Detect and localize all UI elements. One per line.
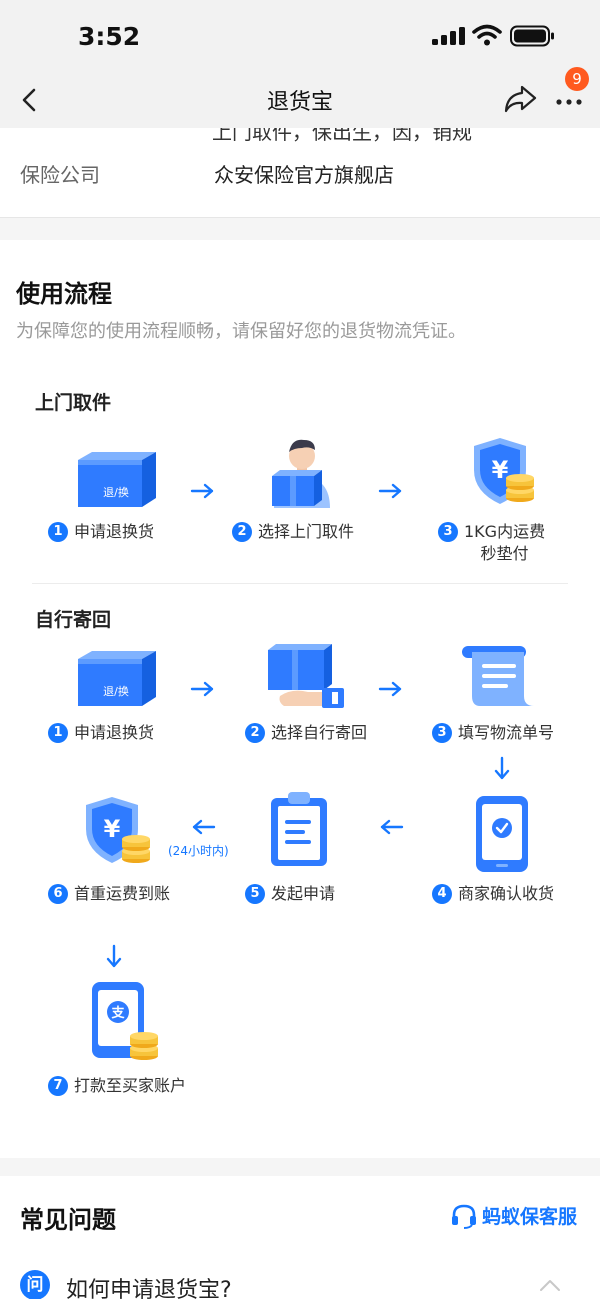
arrow-down-icon bbox=[106, 944, 122, 968]
step-number: 4 bbox=[432, 884, 452, 904]
divider bbox=[32, 583, 568, 584]
shield-yuan-icon: ¥ bbox=[474, 438, 534, 504]
box-label: 退/换 bbox=[103, 485, 129, 499]
step-label: 1KG内运费 秒垫付 bbox=[464, 522, 546, 563]
step-number: 1 bbox=[48, 723, 68, 743]
notification-badge: 9 bbox=[565, 67, 589, 91]
battery-icon bbox=[510, 25, 554, 47]
step-label: 选择上门取件 bbox=[258, 522, 355, 541]
headset-icon bbox=[452, 1204, 476, 1229]
shield-yuan-icon: ¥ bbox=[86, 797, 150, 863]
step-number: 6 bbox=[48, 884, 68, 904]
self-step-4: 4 商家确认收货 bbox=[432, 883, 554, 905]
step-number: 2 bbox=[245, 723, 265, 743]
arrow-right-icon bbox=[378, 681, 402, 697]
faq-section: 常见问题 蚂蚁保客服 问 如何申请退货宝? bbox=[0, 1176, 600, 1299]
step-label: 首重运费到账 bbox=[74, 884, 171, 903]
box-label: 退/换 bbox=[103, 684, 129, 698]
question-badge: 问 bbox=[20, 1270, 50, 1299]
hand-box-icon bbox=[268, 644, 344, 708]
step-label: 填写物流单号 bbox=[458, 723, 555, 742]
faq-title: 常见问题 bbox=[20, 1206, 116, 1234]
chevron-up-icon[interactable] bbox=[538, 1278, 562, 1292]
step-number: 7 bbox=[48, 1076, 68, 1096]
phone-check-icon bbox=[476, 796, 528, 872]
step-number: 1 bbox=[48, 522, 68, 542]
customer-service-label: 蚂蚁保客服 bbox=[482, 1206, 578, 1228]
arrow-note: (24小时内) bbox=[168, 844, 229, 858]
step-number: 3 bbox=[438, 522, 458, 542]
pickup-step-1: 1 申请退换货 bbox=[48, 521, 154, 543]
customer-service-link[interactable]: 蚂蚁保客服 bbox=[450, 1202, 577, 1229]
page-title: 退货宝 bbox=[266, 90, 333, 115]
svg-text:支: 支 bbox=[110, 1005, 125, 1021]
process-description: 为保障您的使用流程顺畅，请保留好您的退货物流凭证。 bbox=[16, 321, 466, 342]
process-section: 使用流程 为保障您的使用流程顺畅，请保留好您的退货物流凭证。 上门取件 退/换 … bbox=[0, 240, 600, 1158]
box-icon: 退/换 bbox=[78, 651, 156, 706]
box-icon: 退/换 bbox=[78, 452, 156, 507]
signal-icon bbox=[432, 27, 465, 45]
step-label: 打款至买家账户 bbox=[74, 1076, 187, 1095]
insurer-value: 众安保险官方旗舰店 bbox=[214, 163, 394, 187]
status-bar: 3:52 bbox=[0, 0, 600, 72]
step-label: 发起申请 bbox=[271, 884, 336, 903]
self-step-3: 3 填写物流单号 bbox=[432, 722, 554, 744]
status-time: 3:52 bbox=[78, 22, 141, 51]
phone-alipay-icon: 支 bbox=[92, 982, 158, 1060]
cut-off-text: 上门取件，保出生，因，销规 bbox=[212, 128, 472, 144]
step-number: 5 bbox=[245, 884, 265, 904]
arrow-down-icon bbox=[494, 756, 510, 780]
process-title: 使用流程 bbox=[16, 280, 112, 308]
share-icon[interactable] bbox=[502, 82, 538, 116]
pickup-step-3: 3 1KG内运费 秒垫付 bbox=[438, 521, 545, 565]
nav-bar: 退货宝 bbox=[0, 72, 600, 128]
arrow-left-icon bbox=[192, 819, 216, 835]
step-number: 3 bbox=[432, 723, 452, 743]
self-step-6: 6 首重运费到账 bbox=[48, 883, 170, 905]
self-step-2: 2 选择自行寄回 bbox=[245, 722, 367, 744]
arrow-right-icon bbox=[378, 483, 402, 499]
back-icon[interactable] bbox=[14, 80, 50, 120]
step-number: 2 bbox=[232, 522, 252, 542]
step-label: 商家确认收货 bbox=[458, 884, 555, 903]
clipboard-icon bbox=[271, 792, 327, 866]
arrow-right-icon bbox=[190, 681, 214, 697]
scroll-icon bbox=[462, 646, 534, 706]
insurer-label: 保险公司 bbox=[20, 163, 100, 187]
insurer-card: 上门取件，保出生，因，销规 保险公司 众安保险官方旗舰店 bbox=[0, 128, 600, 218]
self-step-7: 7 打款至买家账户 bbox=[48, 1075, 186, 1097]
step-label: 申请退换货 bbox=[74, 522, 155, 541]
self-return-title: 自行寄回 bbox=[35, 609, 112, 631]
arrow-right-icon bbox=[190, 483, 214, 499]
pickup-title: 上门取件 bbox=[35, 392, 112, 414]
arrow-left-icon bbox=[380, 819, 404, 835]
more-icon[interactable] bbox=[552, 86, 586, 112]
step-label: 申请退换货 bbox=[74, 723, 155, 742]
step-label: 选择自行寄回 bbox=[271, 723, 368, 742]
self-step-5: 5 发起申请 bbox=[245, 883, 335, 905]
self-step-1: 1 申请退换货 bbox=[48, 722, 154, 744]
pickup-step-2: 2 选择上门取件 bbox=[232, 521, 354, 543]
faq-question[interactable]: 如何申请退货宝? bbox=[66, 1278, 232, 1299]
svg-text:¥: ¥ bbox=[492, 456, 509, 484]
courier-icon bbox=[272, 439, 330, 508]
wifi-icon bbox=[472, 24, 502, 46]
svg-text:¥: ¥ bbox=[104, 815, 121, 843]
